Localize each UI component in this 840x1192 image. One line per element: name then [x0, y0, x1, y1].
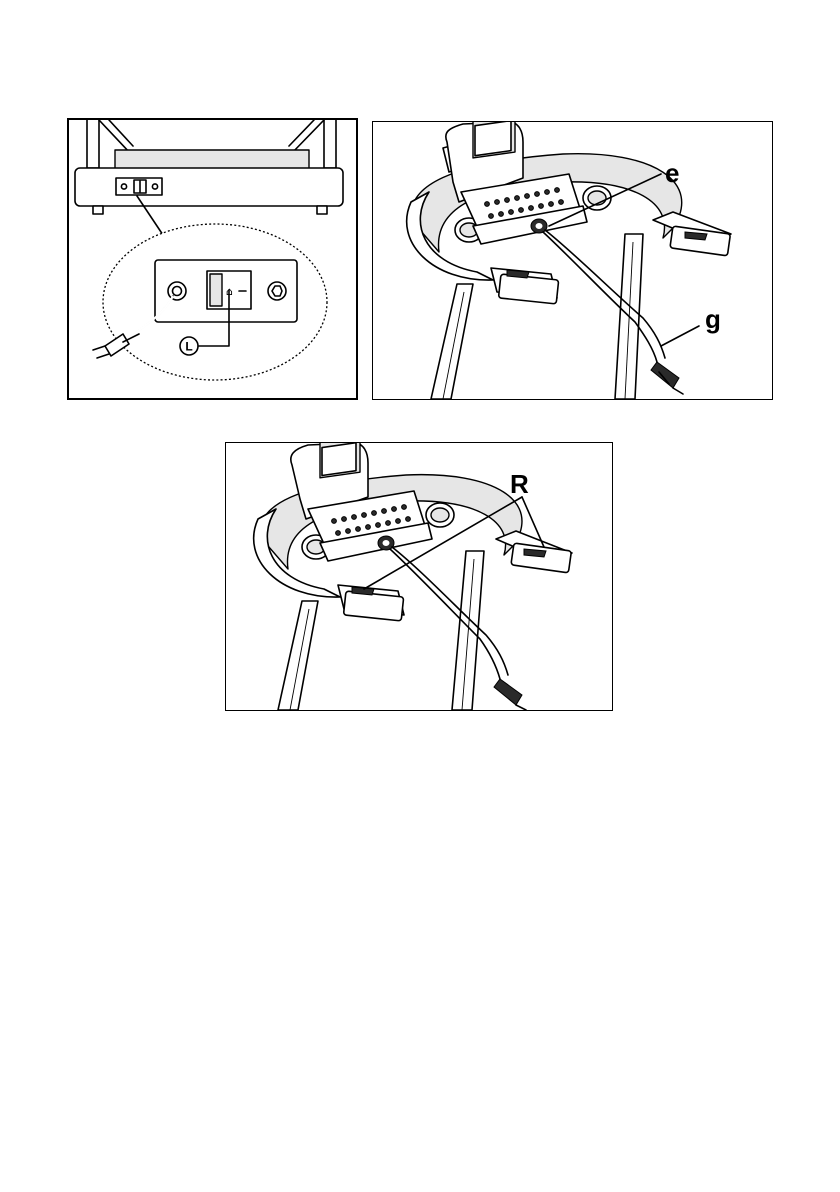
housing-switch-plate	[116, 178, 162, 195]
enlarged-switch-plate: ⌂	[155, 260, 297, 322]
console-safety-figure: e g	[372, 121, 773, 400]
power-switch-drawing: ⌂ L	[69, 120, 356, 398]
base-frame	[75, 120, 343, 214]
console-safety-drawing: e g	[373, 122, 772, 399]
callout-R-label: R	[510, 469, 529, 499]
uprights	[431, 234, 643, 399]
power-switch-figure: ⌂ L	[67, 118, 358, 400]
safety-key	[378, 536, 526, 710]
safety-key	[531, 219, 683, 394]
callout-e-label: e	[665, 158, 679, 188]
uprights	[278, 551, 484, 710]
callout-g-leader	[661, 326, 699, 346]
console-rails-drawing: R	[226, 443, 612, 710]
console-rails-figure: R	[225, 442, 613, 711]
callout-L-label: L	[185, 340, 192, 354]
callout-g-label: g	[705, 304, 721, 334]
